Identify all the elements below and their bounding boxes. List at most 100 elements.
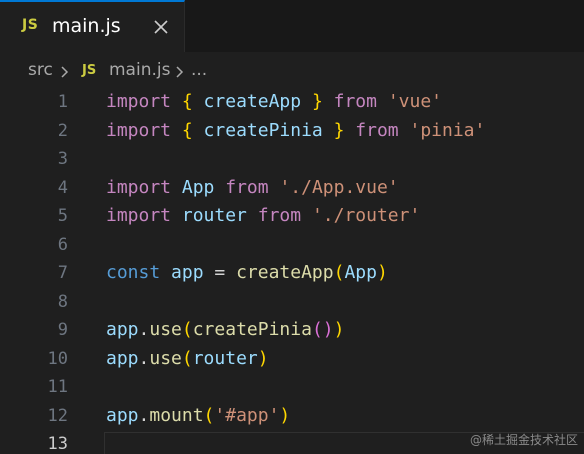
- code-text: import App from './App.vue': [106, 177, 399, 198]
- line-number: 1: [57, 92, 68, 112]
- code-token: [247, 205, 258, 226]
- javascript-file-icon: JS: [22, 17, 39, 33]
- line-number: 6: [57, 234, 68, 255]
- code-token: [269, 177, 280, 198]
- code-token: ): [322, 319, 334, 340]
- code-line[interactable]: 11: [0, 375, 584, 403]
- code-line[interactable]: 2 import { createPinia } from 'pinia': [0, 119, 584, 147]
- code-editor[interactable]: 1 import { createApp } from 'vue' 2 import …: [0, 90, 584, 454]
- code-text: import router from './router': [106, 205, 420, 226]
- close-icon[interactable]: [150, 16, 172, 38]
- code-token: import: [106, 119, 172, 141]
- code-token: use: [149, 347, 182, 369]
- code-token: from: [257, 205, 302, 226]
- code-token: app: [106, 319, 139, 340]
- code-token: App: [181, 176, 215, 198]
- code-token: mount: [149, 404, 204, 426]
- line-number: 13: [47, 434, 68, 454]
- line-number: 2: [57, 120, 68, 141]
- code-token: createPinia: [192, 119, 334, 141]
- code-line[interactable]: 13: [0, 432, 584, 454]
- code-line[interactable]: 4 import App from './App.vue': [0, 176, 584, 204]
- line-number: 7: [57, 263, 68, 283]
- code-token: from: [333, 91, 377, 112]
- code-text: app.use(createPinia()): [106, 319, 344, 340]
- code-line[interactable]: 10 app.use(router): [0, 347, 584, 375]
- breadcrumb-symbol-ellipsis[interactable]: ...: [191, 60, 208, 80]
- code-token: [160, 262, 171, 283]
- watermark: @稀土掘金技术社区: [469, 433, 578, 447]
- code-token: [301, 205, 312, 226]
- code-token: {: [181, 119, 193, 141]
- tab-label: main.js: [52, 15, 121, 37]
- code-token: router: [181, 205, 247, 226]
- code-token: ): [333, 319, 345, 340]
- line-number: 8: [57, 291, 68, 312]
- code-token: createPinia: [192, 319, 312, 340]
- code-token: 'vue': [387, 91, 443, 112]
- tab-main-js[interactable]: JS main.js: [0, 0, 185, 52]
- line-number: 3: [57, 149, 68, 169]
- chevron-right-icon: [58, 64, 72, 78]
- code-token: ): [279, 404, 291, 426]
- code-token: =: [203, 262, 237, 283]
- breadcrumb-file-main-js[interactable]: main.js: [109, 60, 171, 80]
- code-token: (: [181, 347, 193, 369]
- code-token: ): [376, 262, 388, 283]
- code-token: app: [106, 404, 139, 426]
- code-line[interactable]: 1 import { createApp } from 'vue': [0, 90, 584, 118]
- code-line[interactable]: 8: [0, 290, 584, 318]
- breadcrumb-folder-src[interactable]: src: [28, 60, 53, 80]
- code-token: [214, 177, 225, 198]
- code-token: [171, 91, 182, 112]
- code-text: import { createPinia } from 'pinia': [106, 120, 485, 141]
- code-token: ): [257, 347, 269, 369]
- code-token: .: [138, 319, 150, 340]
- code-token: (: [311, 319, 323, 340]
- code-line[interactable]: 12 app.mount('#app'): [0, 404, 584, 432]
- code-line[interactable]: 5 import router from './router': [0, 204, 584, 232]
- code-line[interactable]: 3: [0, 147, 584, 175]
- line-number: 4: [57, 177, 68, 198]
- code-token: [344, 120, 355, 141]
- code-token: from: [355, 119, 399, 141]
- code-token: import: [106, 91, 172, 112]
- code-token: const: [106, 262, 161, 283]
- code-token: '#app': [214, 404, 280, 426]
- line-number: 10: [47, 348, 68, 369]
- code-token: router: [192, 347, 258, 369]
- chevron-right-icon: [173, 64, 187, 78]
- code-token: }: [333, 119, 345, 141]
- line-number: 11: [47, 377, 68, 397]
- code-token: './router': [311, 205, 421, 226]
- code-token: [399, 120, 410, 141]
- code-token: }: [311, 91, 323, 112]
- code-token: [323, 91, 334, 112]
- code-token: [377, 91, 388, 112]
- code-line[interactable]: 6: [0, 233, 584, 261]
- code-token: app: [171, 262, 204, 283]
- code-token: 'pinia': [409, 119, 486, 141]
- code-text: import { createApp } from 'vue': [106, 91, 442, 112]
- line-number: 12: [47, 405, 68, 426]
- code-text: app.use(router): [106, 348, 269, 369]
- code-token: import: [106, 176, 172, 198]
- code-token: (: [333, 262, 345, 283]
- code-token: .: [138, 404, 150, 426]
- code-token: (: [181, 319, 193, 340]
- code-token: import: [106, 205, 172, 226]
- code-token: app: [106, 347, 139, 369]
- tab-bar: JS main.js: [0, 0, 584, 52]
- line-number: 5: [57, 206, 68, 226]
- code-token: use: [149, 319, 182, 340]
- javascript-file-icon: JS: [82, 63, 97, 78]
- breadcrumb: src JS main.js ...: [0, 52, 584, 90]
- code-token: App: [344, 262, 377, 283]
- code-token: createApp: [192, 91, 312, 112]
- code-token: from: [225, 176, 269, 198]
- current-line-highlight: [104, 432, 584, 454]
- line-number: 9: [57, 320, 68, 340]
- code-text: app.mount('#app'): [106, 405, 290, 426]
